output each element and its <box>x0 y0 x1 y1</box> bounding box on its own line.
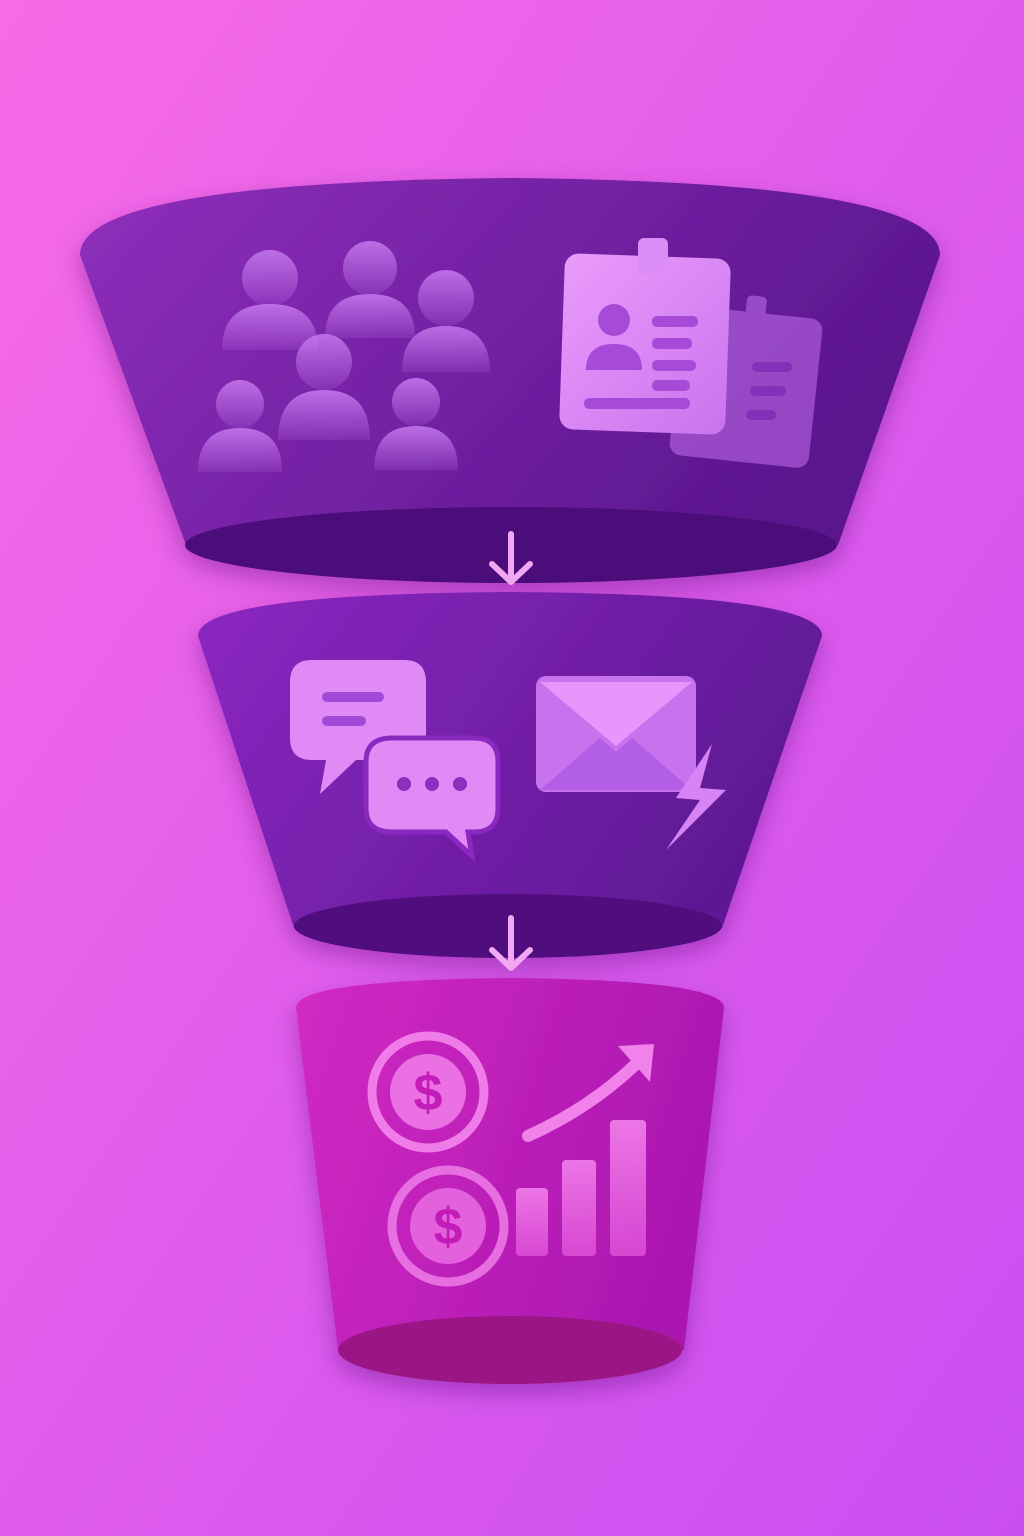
people-group-icon <box>198 241 490 472</box>
funnel-stage-3-rim <box>338 1316 682 1384</box>
arrow-down-icon <box>489 915 533 971</box>
growth-chart-icon <box>516 1044 654 1256</box>
funnel-stage-3 <box>296 978 724 1384</box>
email-lightning-icon <box>536 676 726 850</box>
dollar-coin-icon: $ $ <box>367 1031 509 1287</box>
funnel-stage-2 <box>198 592 822 958</box>
svg-text:$: $ <box>414 1064 443 1122</box>
chat-bubbles-icon <box>290 660 501 863</box>
funnel-stage-3-body <box>296 978 724 1370</box>
svg-text:$: $ <box>434 1198 463 1256</box>
id-badge-icon <box>559 238 823 468</box>
arrow-down-icon <box>489 531 533 585</box>
